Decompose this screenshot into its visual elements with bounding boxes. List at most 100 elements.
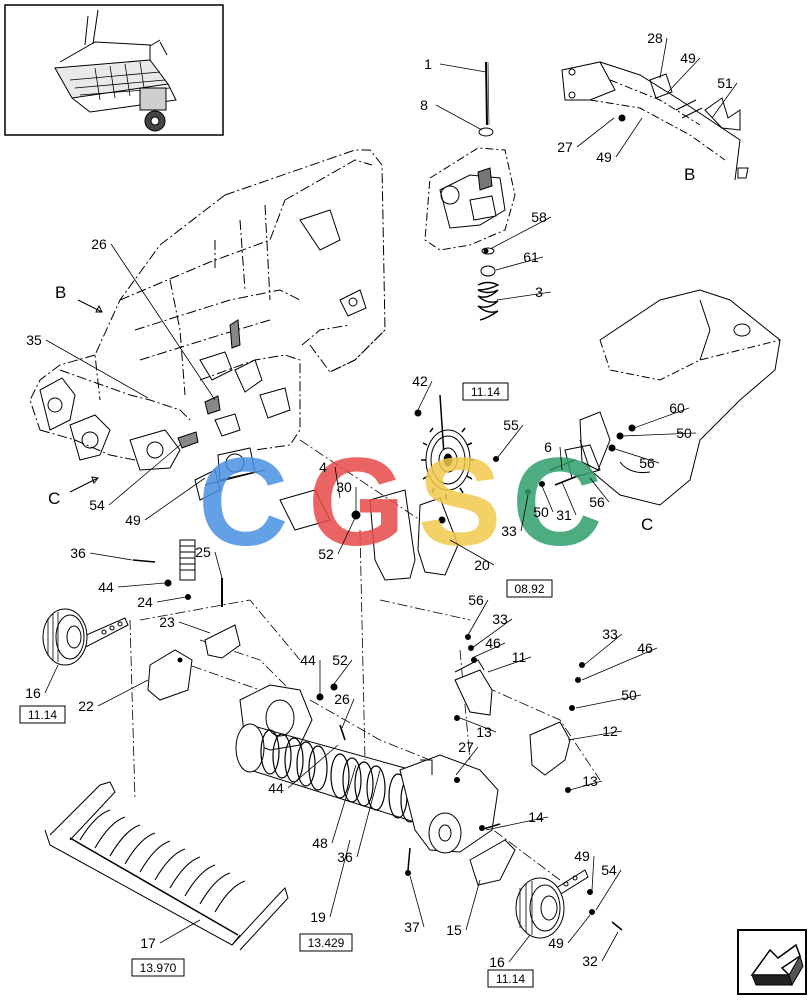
callout-number: 56: [589, 494, 605, 510]
callout-leader: [449, 539, 495, 566]
reference-box[interactable]: 11.14: [487, 969, 534, 988]
callout-number: 16: [25, 685, 41, 701]
view-letter-c: C: [48, 489, 60, 508]
hardware: [132, 248, 623, 931]
watermark-letter: G: [308, 433, 405, 572]
callout-number: 30: [336, 479, 352, 495]
reference-box[interactable]: 11.14: [19, 705, 66, 724]
callout-leader: [117, 582, 166, 588]
callout-number: 19: [310, 909, 326, 925]
callout-number: 49: [548, 935, 564, 951]
watermark-letter: S: [418, 433, 501, 572]
callout-leader: [156, 596, 187, 603]
detail-b: [561, 61, 749, 181]
reference-box-label: 11.14: [496, 972, 525, 986]
callout-leader: [108, 444, 181, 506]
callout-leader: [520, 494, 529, 532]
callout-leader: [178, 621, 211, 634]
callout-number: 52: [332, 652, 348, 668]
callout-leader: [89, 552, 133, 561]
callout-leader: [497, 424, 524, 458]
callout-number: 13: [582, 773, 598, 789]
callout-leader: [496, 291, 552, 301]
watermark-letter: C: [512, 433, 602, 572]
callout-leader: [508, 934, 531, 963]
callout-leader: [575, 694, 642, 709]
callout-leader: [495, 256, 544, 271]
callout-leaders: [44, 37, 738, 963]
callout-number: 14: [528, 809, 544, 825]
reference-box[interactable]: 08.92: [506, 579, 553, 598]
callout-leader: [589, 477, 610, 503]
view-letter-b: B: [55, 283, 66, 302]
callout-leader: [581, 647, 658, 681]
callout-leader: [97, 679, 149, 707]
callout-leader: [471, 642, 506, 659]
callout-number: 50: [676, 425, 692, 441]
callout-leader: [45, 339, 149, 399]
callout-leader: [485, 816, 549, 831]
callout-leader: [467, 599, 489, 636]
reference-box-label: 08.92: [514, 582, 544, 596]
callout-number: 16: [489, 954, 505, 970]
callout-leader: [337, 517, 356, 555]
callout-number: 44: [300, 652, 316, 668]
callout-leader: [541, 485, 554, 513]
callout-leader: [491, 216, 552, 249]
callout-leader: [471, 618, 513, 649]
callout-number: 8: [420, 97, 428, 113]
callout-number: 13: [476, 724, 492, 740]
callout-leader: [583, 633, 623, 666]
callout-leader: [611, 447, 660, 464]
callout-leader: [601, 931, 619, 962]
callout-leader: [567, 730, 623, 741]
reference-box[interactable]: 13.970: [131, 958, 185, 977]
callout-leader: [409, 875, 425, 928]
callout-leader: [595, 869, 622, 911]
callout-number: 26: [334, 691, 350, 707]
inset-thumbnail: [4, 4, 224, 136]
inset-machine-image: [54, 9, 177, 132]
windguard: [44, 781, 289, 951]
callout-number: 28: [647, 30, 663, 46]
callout-leader: [621, 432, 697, 437]
callout-number: 56: [639, 455, 655, 471]
callout-leader: [711, 82, 738, 119]
callout-number: 61: [523, 249, 539, 265]
callout-number: 33: [602, 626, 618, 642]
view-letter-b-detail: B: [684, 165, 695, 184]
callout-leader: [110, 243, 216, 401]
callout-leader: [44, 664, 59, 694]
callout-number: 58: [531, 209, 547, 225]
tension-arm-assembly: [424, 61, 516, 321]
reference-box[interactable]: 11.14: [462, 382, 509, 401]
callout-leader: [561, 481, 577, 516]
reference-box[interactable]: 13.429: [299, 933, 353, 952]
frame-hardware: [39, 209, 367, 501]
callout-number: 51: [717, 75, 733, 91]
watermark: C G S C: [198, 433, 602, 572]
callout-leader: [417, 380, 433, 411]
callout-leader: [333, 659, 353, 685]
callout-number: 32: [582, 953, 598, 969]
reference-box-label: 11.14: [471, 385, 500, 399]
callout-number: 27: [458, 739, 474, 755]
reference-boxes: 11.14 08.92 11.14 13.429 13.970 11.14: [19, 382, 553, 988]
callout-leader: [329, 839, 351, 918]
callout-number: 44: [268, 780, 284, 796]
callout-number: 25: [195, 544, 211, 560]
callout-number: 37: [404, 919, 420, 935]
callout-number: 54: [601, 862, 617, 878]
view-letters: B B C C: [48, 165, 695, 534]
callout-number: 17: [140, 935, 156, 951]
callout-number: 20: [474, 557, 490, 573]
callout-leader: [667, 57, 701, 93]
callout-leader: [144, 477, 206, 521]
callout-leader: [576, 117, 615, 148]
callout-number: 27: [557, 139, 573, 155]
callout-leader: [659, 37, 668, 79]
callout-number: 12: [602, 723, 618, 739]
arrow-return-icon[interactable]: [737, 929, 807, 995]
